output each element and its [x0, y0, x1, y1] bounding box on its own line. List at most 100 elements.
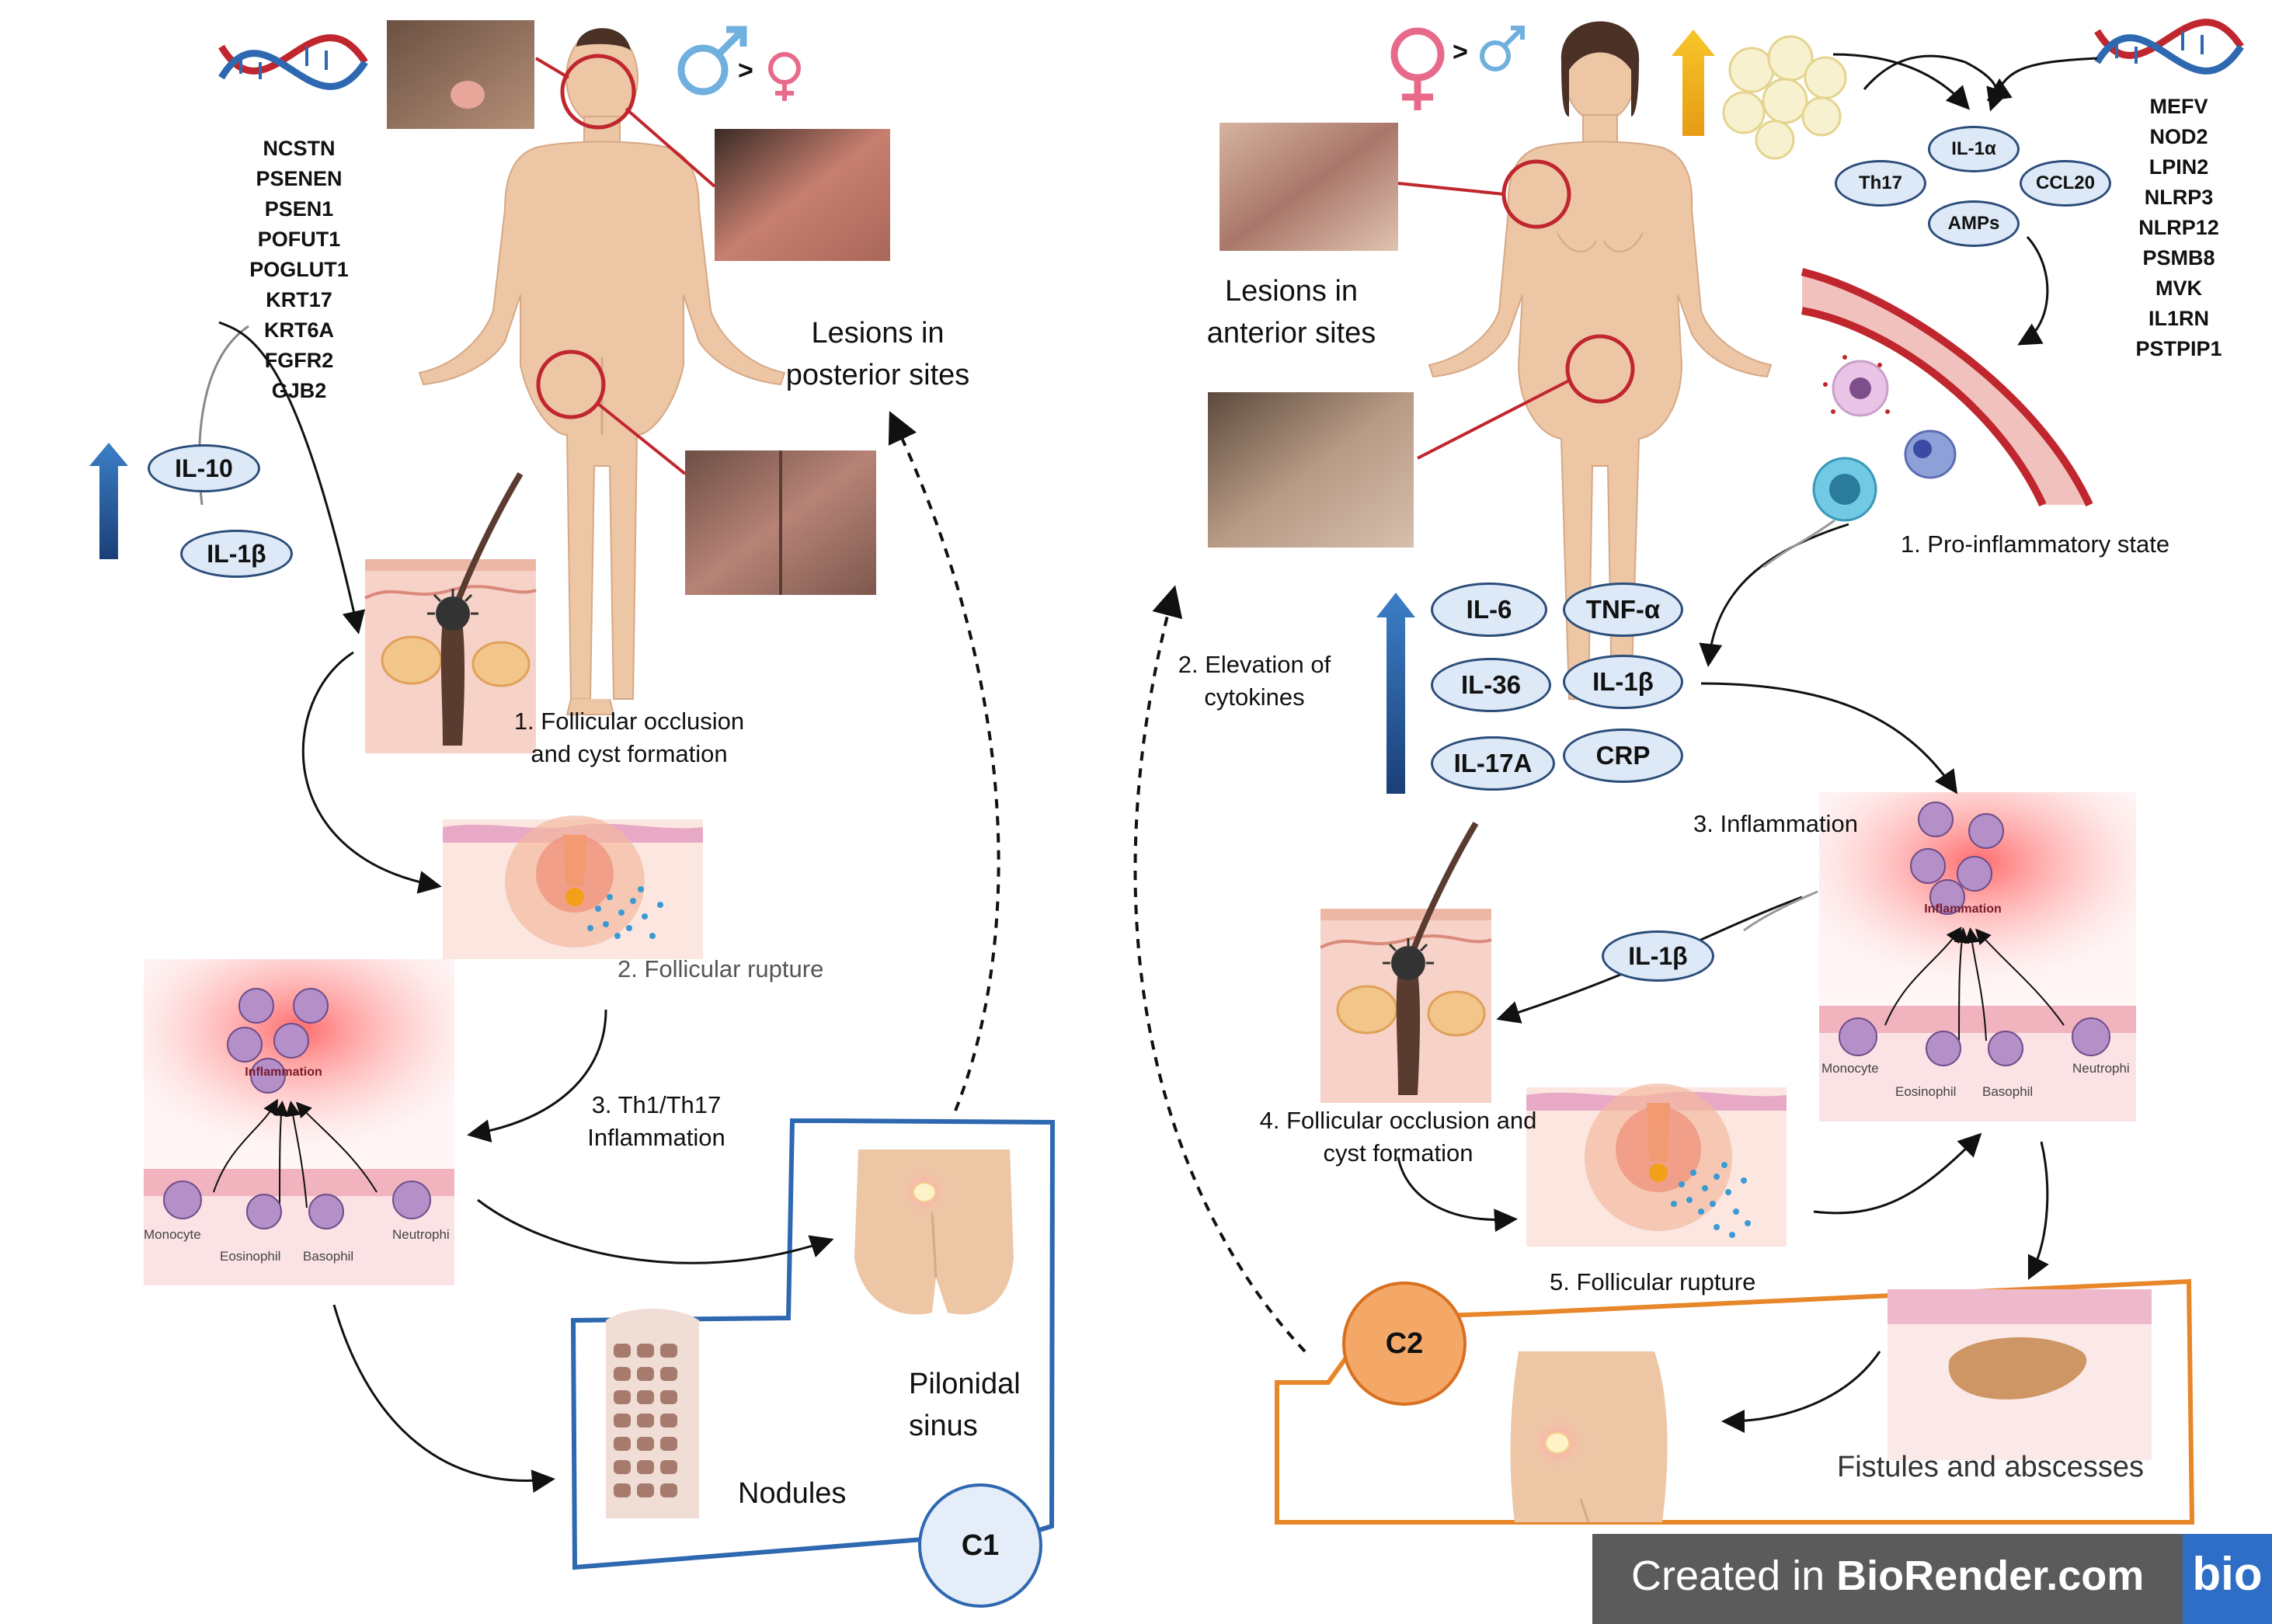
gene-item: PSEN1 [264, 197, 334, 221]
fistule-illustration [1888, 1289, 2152, 1460]
cell-label-monocyte-left: Monocyte [144, 1227, 201, 1242]
mediator-amps: AMPs [1928, 200, 2020, 247]
gene-item: GJB2 [271, 379, 327, 402]
gene-item: NCSTN [263, 137, 336, 160]
photo-neck-lesion [715, 129, 890, 261]
cytokine-crp: CRP [1563, 729, 1683, 783]
gene-item: PSENEN [256, 167, 343, 190]
footer-logo-bg [2183, 1534, 2272, 1624]
gene-item: KRT17 [266, 288, 332, 311]
cytokine-il36: IL-36 [1431, 658, 1551, 712]
label-nodules: Nodules [738, 1477, 847, 1510]
gene-item: NLRP3 [2144, 186, 2214, 209]
dashed-arrow-c1 [888, 411, 1000, 1111]
label-pilonidal-sinus: Pilonidal sinus [909, 1368, 1021, 1442]
cytokine-tnfa: TNF-α [1563, 582, 1683, 637]
footer-created-prefix: Created in [1631, 1553, 1837, 1599]
step-left-1: 1. Follicular occlusion and cyst formati… [513, 708, 745, 767]
up-arrow-left [89, 443, 128, 559]
follicle-rupture-left [443, 815, 703, 959]
inflammation-label-right: Inflammation [1924, 902, 2002, 916]
c1-box [570, 1118, 1056, 1570]
right-flow-arrows [1397, 53, 2098, 1433]
photo-groin-lesion [1208, 392, 1414, 548]
cytokine-il1b-right: IL-1β [1563, 655, 1683, 709]
step-left-3: 3. Th1/Th17 Inflammation [587, 1091, 725, 1151]
cell-label-basophil-left: Basophil [303, 1249, 354, 1264]
label-fistules-abscesses: Fistules and abscesses [1837, 1451, 2144, 1483]
gene-item: IL1RN [2148, 307, 2209, 330]
step-right-2: 2. Elevation of cytokines [1178, 651, 1331, 711]
step-left-2: 2. Follicular rupture [618, 955, 824, 982]
mediator-il1a: IL-1α [1928, 126, 2020, 172]
gene-item: PSMB8 [2142, 246, 2215, 270]
photo-axilla-lesion [1220, 123, 1398, 251]
cell-label-eosinophil-left: Eosinophil [220, 1249, 281, 1264]
cell-label-neutrophil-right: Neutrophi [2072, 1061, 2130, 1076]
circle-head [560, 54, 636, 130]
gene-item: MEFV [2149, 95, 2208, 118]
abdomen-illustration [1510, 1351, 1668, 1523]
circle-groin [1565, 334, 1635, 404]
female-symbol-right [1390, 27, 1445, 110]
cytokine-il10: IL-10 [148, 444, 260, 492]
gene-item: NOD2 [2149, 125, 2208, 148]
cytokine-il1b-left: IL-1β [180, 530, 293, 578]
step-right-5: 5. Follicular rupture [1550, 1268, 1756, 1295]
sex-ratio-right: > [1453, 37, 1468, 67]
inflammation-label-left: Inflammation [245, 1066, 322, 1079]
step-right-3: 3. Inflammation [1693, 810, 1858, 837]
mediator-ccl20: CCL20 [2020, 160, 2111, 207]
blood-vessel-illustration [1801, 268, 2093, 522]
follicle-rupture-right [1526, 1083, 1787, 1247]
up-arrow-yellow [1672, 30, 1715, 136]
female-symbol-left [768, 52, 801, 101]
cell-label-eosinophil-right: Eosinophil [1895, 1084, 1957, 1099]
gene-list-left: NCSTN PSENEN PSEN1 POFUT1 POGLUT1 KRT17 … [233, 134, 365, 406]
dna-icon-right [2094, 19, 2244, 75]
dna-icon-left [218, 34, 368, 90]
gene-item: MVK [2155, 276, 2202, 300]
badge-c1: C1 [918, 1483, 1042, 1608]
mediator-th17: Th17 [1835, 160, 1926, 207]
sex-ratio-left: > [738, 56, 753, 85]
inflammation-panel-left [144, 959, 454, 1285]
gene-list-right: MEFV NOD2 LPIN2 NLRP3 NLRP12 PSMB8 MVK I… [2113, 92, 2245, 364]
female-body-front [1428, 21, 1773, 700]
photo-scalp-lesion [387, 20, 534, 129]
gene-item: PSTPIP1 [2135, 337, 2222, 360]
circle-buttock [536, 349, 606, 419]
footer-logo: bio [2192, 1548, 2263, 1600]
gene-item: POGLUT1 [249, 258, 349, 281]
cytokine-il1b-arrow: IL-1β [1602, 930, 1714, 982]
cytokine-il6: IL-6 [1431, 582, 1547, 637]
gene-item: NLRP12 [2138, 216, 2219, 239]
gene-item: POFUT1 [257, 228, 341, 251]
adipocytes-icon [1722, 35, 1847, 160]
label-anterior-lesions: Lesions in anterior sites [1206, 275, 1376, 349]
follicle-occlusion-right [1320, 821, 1492, 1103]
footer-created-text: Created in BioRender.com [1631, 1552, 2144, 1600]
pilonidal-illustration [854, 1149, 1014, 1315]
gene-item: LPIN2 [2148, 155, 2209, 179]
c2-box [1275, 1278, 2195, 1525]
male-symbol-right [1480, 26, 1525, 71]
male-symbol-left [677, 26, 747, 96]
cell-label-monocyte-right: Monocyte [1821, 1061, 1879, 1076]
footer-brand: BioRender.com [1836, 1553, 2145, 1599]
step-right-1: 1. Pro-inflammatory state [1900, 530, 2170, 558]
inflammation-panel-right [1819, 792, 2136, 1121]
cell-label-basophil-right: Basophil [1982, 1084, 2034, 1099]
nodules-illustration [606, 1309, 699, 1518]
gene-item: KRT6A [263, 318, 334, 342]
gene-item: FGFR2 [264, 349, 334, 372]
label-posterior-lesions: Lesions in posterior sites [785, 317, 970, 391]
up-arrow-right [1376, 593, 1415, 794]
left-flow-arrows [218, 321, 834, 1494]
follicle-occlusion-left [364, 471, 537, 753]
footer-bar [1592, 1534, 2272, 1624]
cell-label-neutrophil-left: Neutrophi [392, 1227, 450, 1242]
badge-c2: C2 [1342, 1281, 1467, 1406]
cytokine-il17a: IL-17A [1431, 736, 1555, 791]
